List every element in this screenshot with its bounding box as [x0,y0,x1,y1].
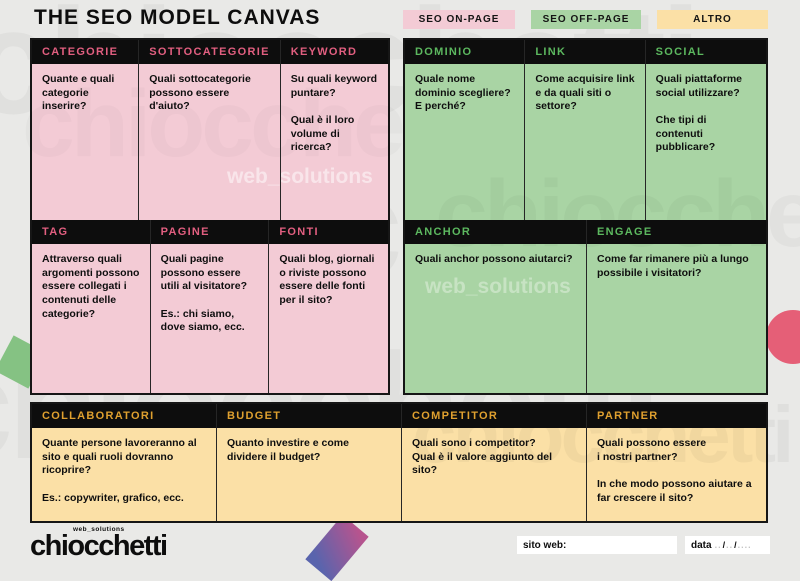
cell-question-partner: Quali possono essere i nostri partner? I… [597,437,752,504]
site-url-field[interactable]: sito web: [517,536,677,554]
site-url-label: sito web: [523,539,567,551]
cell-question-sottocategorie: Quali sottocategorie possono essere d'ai… [149,73,251,113]
date-placeholder: ../../.... [714,540,752,550]
cell-title-keyword: KEYWORD [280,40,388,64]
cell-title-link: LINK [525,40,645,64]
cell-link: LINK Come acquisire link e da quali siti… [525,40,646,220]
cell-title-competitor: COMPETITOR [402,404,586,428]
footer: web_solutions chiocchetti sito web: data… [0,523,800,566]
page-title: THE SEO MODEL CANVAS [34,6,321,29]
cell-competitor: COMPETITOR Quali sono i competitor? Qual… [402,404,587,521]
cell-title-sottocategorie: SOTTOCATEGORIE [139,40,280,64]
cell-question-engage: Come far rimanere più a lungo possibile … [597,253,749,279]
cell-question-categorie: Quante e quali categorie inserire? [42,73,115,113]
cell-question-budget: Quanto investire e come dividere il budg… [227,437,349,463]
cell-collaboratori: COLLABORATORI Quante persone lavoreranno… [32,404,217,521]
canvas-seo-on-page: chiocchetti web_solutions CATEGORIE Quan… [30,38,390,395]
legend-altro: ALTRO [657,10,768,29]
cell-tag: TAG Attraverso quali argomenti possono e… [32,220,151,393]
date-label: data [691,539,712,551]
cell-question-keyword: Su quali keyword puntare? Qual è il loro… [290,73,378,154]
cell-budget: BUDGET Quanto investire e come dividere … [217,404,402,521]
logo-text: chiocchetti [30,530,168,562]
cell-title-social: SOCIAL [645,40,766,64]
cell-categorie: CATEGORIE Quante e quali categorie inser… [32,40,140,220]
cell-question-fonti: Quali blog, giornali o riviste possono e… [279,253,375,306]
cell-title-fonti: FONTI [269,220,388,244]
canvas-altro: chiocchetti COLLABORATORI Quante persone… [30,390,794,523]
cell-engage: ENGAGE Come far rimanere più a lungo pos… [587,220,766,393]
cell-partner: PARTNER Quali possono essere i nostri pa… [587,404,766,521]
cell-title-anchor: ANCHOR [405,220,586,244]
cell-question-tag: Attraverso quali argomenti possono esser… [42,253,140,320]
cell-title-tag: TAG [32,220,150,244]
cell-question-competitor: Quali sono i competitor? Qual è il valor… [412,437,553,477]
cell-question-dominio: Quale nome dominio scegliere? E perché? [415,73,511,113]
cell-sottocategorie: SOTTOCATEGORIE Quali sottocategorie poss… [139,40,281,220]
cell-anchor: ANCHOR Quali anchor possono aiutarci? [405,220,587,393]
cell-question-social: Quali piattaforme social utilizzare? Che… [655,73,743,154]
cell-title-dominio: DOMINIO [405,40,525,64]
cell-title-categorie: CATEGORIE [32,40,139,64]
cell-title-partner: PARTNER [587,404,766,428]
cell-fonti: FONTI Quali blog, giornali o riviste pos… [269,220,388,393]
legend-seo-off-page: SEO OFF-PAGE [531,10,641,29]
cell-question-link: Come acquisire link e da quali siti o se… [535,73,635,113]
cell-title-collaboratori: COLLABORATORI [32,404,216,428]
canvas-seo-off-page: chiocchetti web_solutions DOMINIO Quale … [403,38,768,395]
cell-question-anchor: Quali anchor possono aiutarci? [415,253,573,265]
cell-title-engage: ENGAGE [587,220,766,244]
cell-title-pagine: PAGINE [150,220,269,244]
cell-title-budget: BUDGET [217,404,401,428]
cell-dominio: DOMINIO Quale nome dominio scegliere? E … [405,40,526,220]
pink-circle-shape [766,310,800,364]
cell-question-pagine: Quali pagine possono essere utili al vis… [160,253,248,334]
logo-subtitle: web_solutions [73,526,125,533]
date-field[interactable]: data ../../.... [685,536,770,554]
cell-question-collaboratori: Quante persone lavoreranno al sito e qua… [42,437,197,504]
legend-seo-on-page: SEO ON-PAGE [403,10,515,29]
cell-pagine: PAGINE Quali pagine possono essere utili… [150,220,270,393]
cell-keyword: KEYWORD Su quali keyword puntare? Qual è… [280,40,388,220]
cell-social: SOCIAL Quali piattaforme social utilizza… [645,40,766,220]
